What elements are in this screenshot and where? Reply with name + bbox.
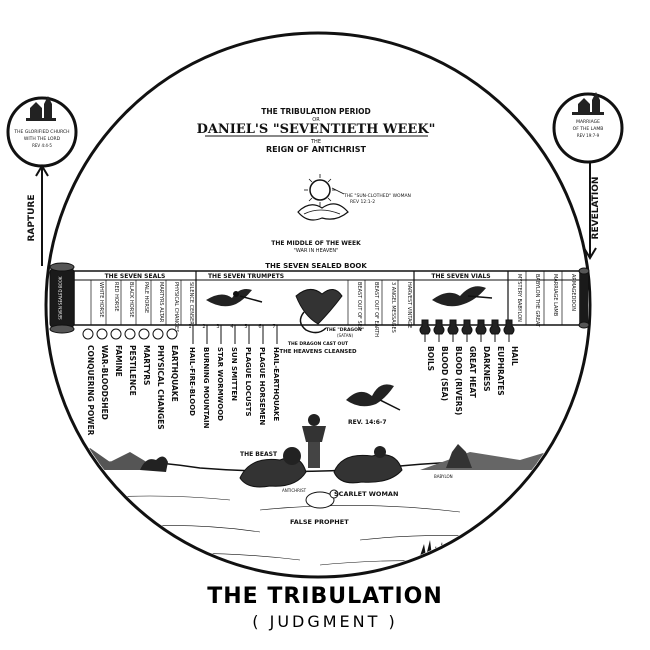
babylon-label: BABYLON	[434, 474, 453, 479]
seal-column-6: PHYSICAL CHANGES	[173, 282, 179, 332]
trumpet-number-1: 1	[188, 324, 191, 330]
trumpet-number-6: 6	[258, 324, 261, 330]
dragon-caption-c: THE DRAGON CAST OUT	[288, 341, 349, 347]
seal-judgment-2: WAR-BLOODSHED	[100, 345, 109, 420]
header-line3: DANIEL'S "SEVENTIETH WEEK"	[197, 122, 436, 137]
seal-column-1: WHITE HORSE	[98, 282, 104, 317]
rev-reference: REV. 14:6-7	[348, 419, 387, 426]
dragon-caption-a: THE "DRAGON"	[326, 327, 364, 333]
left-roll-label: SEVEN SEALED BOOK	[58, 276, 63, 319]
seven-sealed-book-scroll: SEVEN SEALED BOOK THE SEVEN SEALS THE SE…	[49, 262, 590, 337]
trumpet-judgment-5: PLAGUE LOCUSTS	[244, 347, 252, 417]
middle-week-caption-a: THE MIDDLE OF THE WEEK	[271, 240, 361, 247]
seal-column-3: BLACK HORSE	[128, 282, 134, 318]
footer-subtitle: ( JUDGMENT )	[252, 612, 398, 631]
right-medallion-caption-c: REV 19:7-9	[577, 133, 600, 138]
vial-judgment-6: EUPHRATES	[496, 346, 505, 396]
dragon-caption-d: THE HEAVENS CLEANSED	[279, 349, 357, 355]
seal-column-4: PALE HORSE	[143, 282, 149, 313]
false-prophet-lamb	[305, 489, 339, 509]
flying-angel-illustration	[346, 384, 401, 411]
trumpet-number-7: 7	[272, 324, 275, 330]
scarlet-woman-illustration	[333, 446, 403, 484]
left-medallion-caption-b: WITH THE LORD	[24, 136, 61, 142]
false-prophet-label: FALSE PROPHET	[290, 518, 349, 526]
seven-seals-header: THE SEVEN SEALS	[105, 273, 166, 280]
vial-judgment-7: HAIL	[510, 346, 519, 366]
trumpet-judgment-3: STAR WORMWOOD	[216, 347, 224, 421]
trumpet-number-2: 2	[202, 324, 205, 330]
ground-scene: THE BEAST ANTICHRIST BABYLON SCARLET WOM…	[48, 414, 588, 575]
end-column-3: MARRIAGE LAMB	[552, 274, 558, 317]
right-medallion: MARRIAGE OF THE LAMB REV 19:7-9 REVELATI…	[552, 92, 624, 260]
main-circle	[44, 31, 592, 579]
dragon-illustration	[295, 289, 343, 334]
seal-column-7: SILENCE CENSER	[188, 282, 194, 325]
trumpet-judgment-1: HAIL-FIRE-BLOOD	[188, 347, 196, 416]
header-line1: THE TRIBULATION PERIOD	[261, 107, 371, 116]
trumpet-number-4: 4	[230, 324, 233, 330]
sun-clothed-woman-illustration: THE "SUN-CLOTHED" WOMAN REV 12:1-2	[297, 174, 411, 221]
sun-woman-caption-b: REV 12:1-2	[350, 199, 375, 205]
end-column-1: MYSTERY BABYLON	[516, 274, 522, 322]
mid-column-3: 3 ANGEL MESSAGES	[390, 282, 396, 333]
right-medallion-caption-a: MARRIAGE	[576, 119, 600, 125]
middle-week-caption-b: "WAR IN HEAVEN"	[294, 248, 339, 254]
trumpet-number-3: 3	[216, 324, 219, 330]
vial-judgments: BOILS BLOOD (SEA) BLOOD (RIVERS) GREAT H…	[419, 319, 519, 415]
seal-judgment-6: PHYSICAL CHANGES	[156, 345, 165, 430]
left-medallion: THE GLORIFIED CHURCH WITH THE LORD REV 4…	[6, 96, 78, 266]
trumpet-judgments: 1 2 3 4 5 6 7 HAIL-FIRE-BLOOD BURNING MO…	[188, 324, 280, 429]
vial-judgment-3: BLOOD (RIVERS)	[454, 346, 463, 415]
left-medallion-caption-c: REV 4:4-5	[32, 143, 52, 148]
scarlet-woman-label: SCARLET WOMAN	[334, 490, 398, 498]
trumpet-judgment-4: SUN SMITTEN	[230, 347, 238, 401]
seal-judgment-4: PESTILENCE	[128, 345, 137, 396]
vial-judgment-1: BOILS	[426, 346, 435, 371]
header-line4: THE	[310, 139, 321, 145]
footer-title: THE TRIBULATION	[207, 584, 443, 609]
trumpet-number-5: 5	[244, 324, 247, 330]
seven-sealed-book-title: THE SEVEN SEALED BOOK	[265, 262, 367, 270]
vial-judgment-5: DARKNESS	[482, 346, 491, 391]
vial-angel-illustration	[432, 286, 493, 307]
antichrist-label: ANTICHRIST	[282, 488, 307, 493]
seal-judgment-5: MARTYRS	[142, 345, 151, 385]
beast-label: THE BEAST	[240, 451, 278, 458]
vial-judgment-2: BLOOD (SEA)	[440, 346, 449, 401]
seal-judgment-7: EARTHQUAKE	[170, 345, 179, 402]
mid-column-2: BEAST OUT OF EARTH	[373, 282, 379, 337]
trumpet-angel-illustration	[206, 289, 263, 307]
seven-trumpets-header: THE SEVEN TRUMPETS	[208, 273, 284, 280]
seal-judgment-3: FAMINE	[114, 345, 123, 377]
seal-column-2: RED HORSE	[113, 282, 119, 312]
header-line5: REIGN OF ANTICHRIST	[266, 145, 366, 154]
revelation-label: REVELATION	[591, 177, 601, 240]
vial-judgment-4: GREAT HEAT	[468, 346, 477, 399]
babylon-tower	[446, 444, 472, 468]
right-medallion-caption-b: OF THE LAMB	[573, 126, 604, 132]
beast-illustration	[239, 447, 307, 488]
header-line2: OR	[312, 117, 320, 123]
trumpet-judgment-6: PLAGUE HORSEMEN	[258, 347, 266, 425]
mid-column-4: HARVEST VINTAGE	[406, 282, 412, 328]
seal-judgment-1: CONQUERING POWER	[86, 345, 95, 436]
trumpet-judgment-7: HAIL-EARTHQUAKE	[272, 347, 280, 421]
sun-woman-caption-a: THE "SUN-CLOTHED" WOMAN	[343, 193, 411, 199]
seal-column-5: MARTYRS ALTAR	[158, 282, 164, 323]
antichrist-figure	[302, 414, 326, 468]
rapture-label: RAPTURE	[27, 194, 37, 241]
seal-judgments: CONQUERING POWER WAR-BLOODSHED FAMINE PE…	[82, 328, 179, 436]
left-medallion-caption-a: THE GLORIFIED CHURCH	[13, 129, 69, 135]
end-column-2: BABYLON THE GREAT	[534, 274, 540, 328]
header: THE TRIBULATION PERIOD OR DANIEL'S "SEVE…	[197, 107, 436, 154]
end-column-4: ARMAGEDDON	[570, 274, 576, 311]
seven-vials-header: THE SEVEN VIALS	[431, 273, 490, 280]
trumpet-judgment-2: BURNING MOUNTAIN	[202, 347, 210, 429]
dragon-caption-b: (SATAN)	[337, 333, 353, 338]
mid-column-1: BEAST OUT OF SEA	[356, 282, 362, 331]
